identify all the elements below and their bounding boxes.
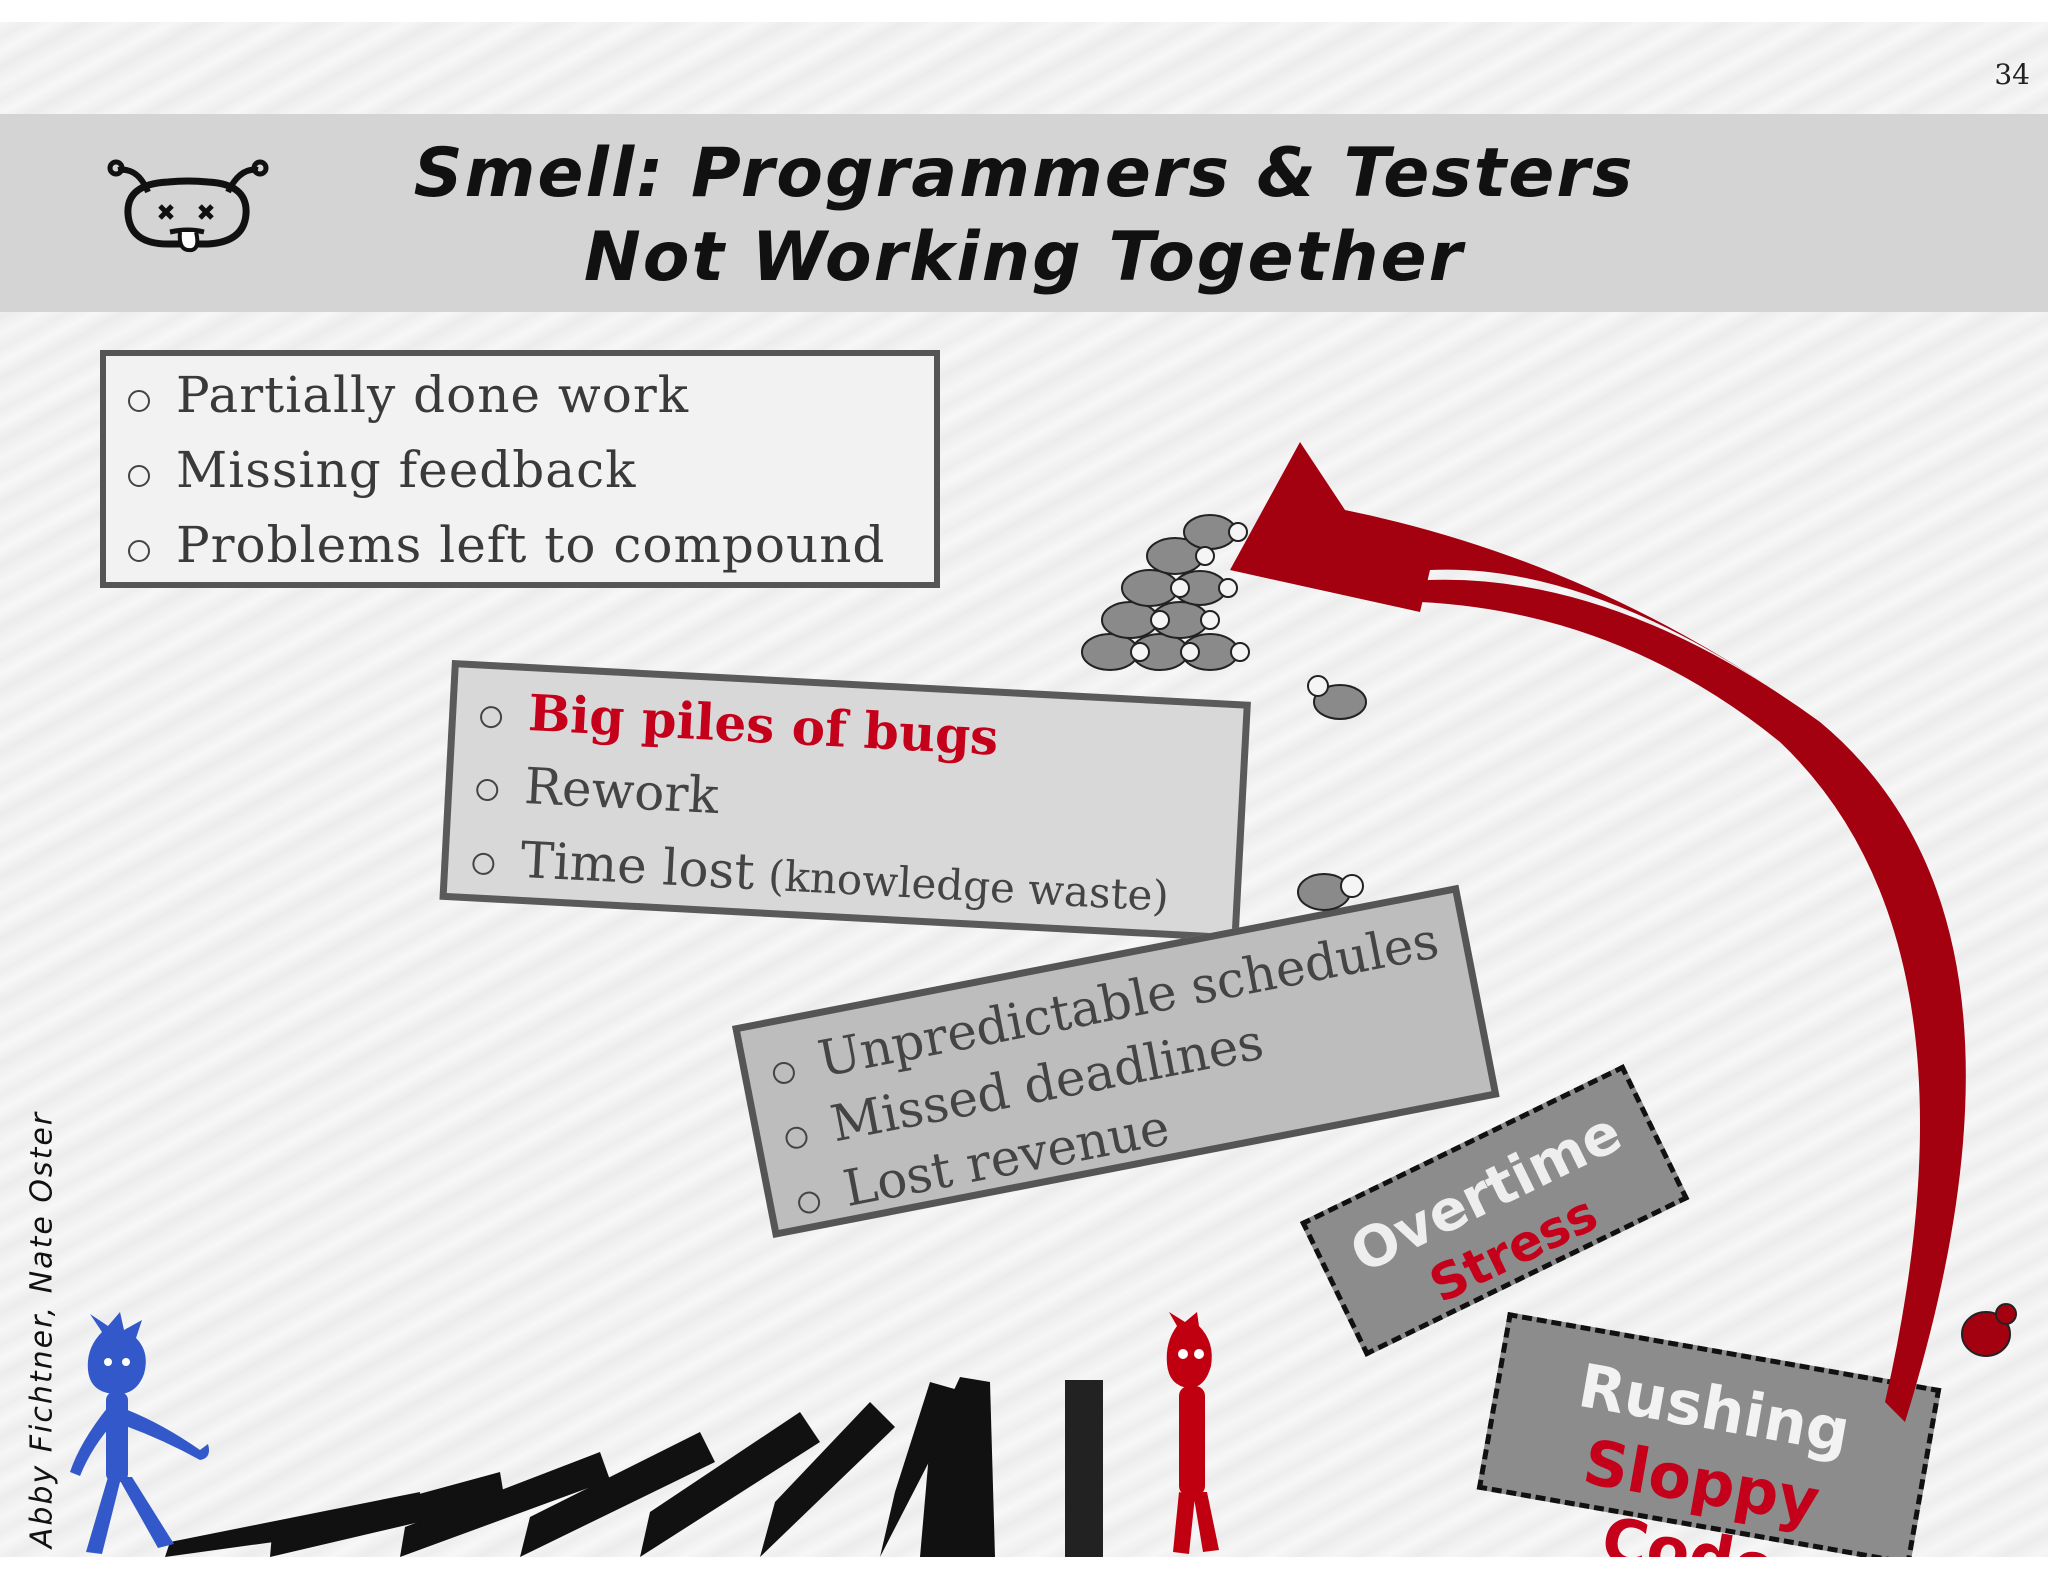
list-item: Problems left to compound	[128, 516, 912, 591]
slide-title-line-1: Smell: Programmers & Testers	[413, 134, 1635, 213]
sick-face-icon	[107, 159, 269, 253]
ladybug-icon	[1297, 873, 1364, 911]
item-text: Problems left to compound	[176, 516, 886, 574]
ladybug-icon	[1307, 675, 1367, 720]
ladybug-icon	[1961, 1303, 2017, 1357]
slide-title-line-2: Not Working Together	[583, 218, 1465, 297]
list-item: Missing feedback	[128, 441, 912, 516]
bullet-icon	[128, 465, 150, 487]
bullet-icon	[128, 390, 150, 412]
falling-dominoes	[165, 1377, 1103, 1557]
title-band	[0, 114, 2048, 312]
item-text: Partially done work	[176, 366, 690, 424]
authors-credit: Abby Fichtner, Nate Oster	[24, 1110, 60, 1549]
item-text: Missing feedback	[176, 441, 637, 499]
list-item: Partially done work	[128, 366, 912, 441]
curved-arrow-icon	[1230, 442, 1966, 1422]
causes-box: Partially done work Missing feedback Pro…	[100, 350, 940, 588]
programmer-figure	[70, 1312, 209, 1554]
bullet-icon	[128, 540, 150, 562]
bug-pile-icon	[1081, 514, 1250, 671]
tester-figure	[1166, 1312, 1219, 1554]
slide-number: 34	[1994, 58, 2030, 91]
slide: 34 Smell: Programmers & Testers Not Work…	[0, 22, 2048, 1557]
